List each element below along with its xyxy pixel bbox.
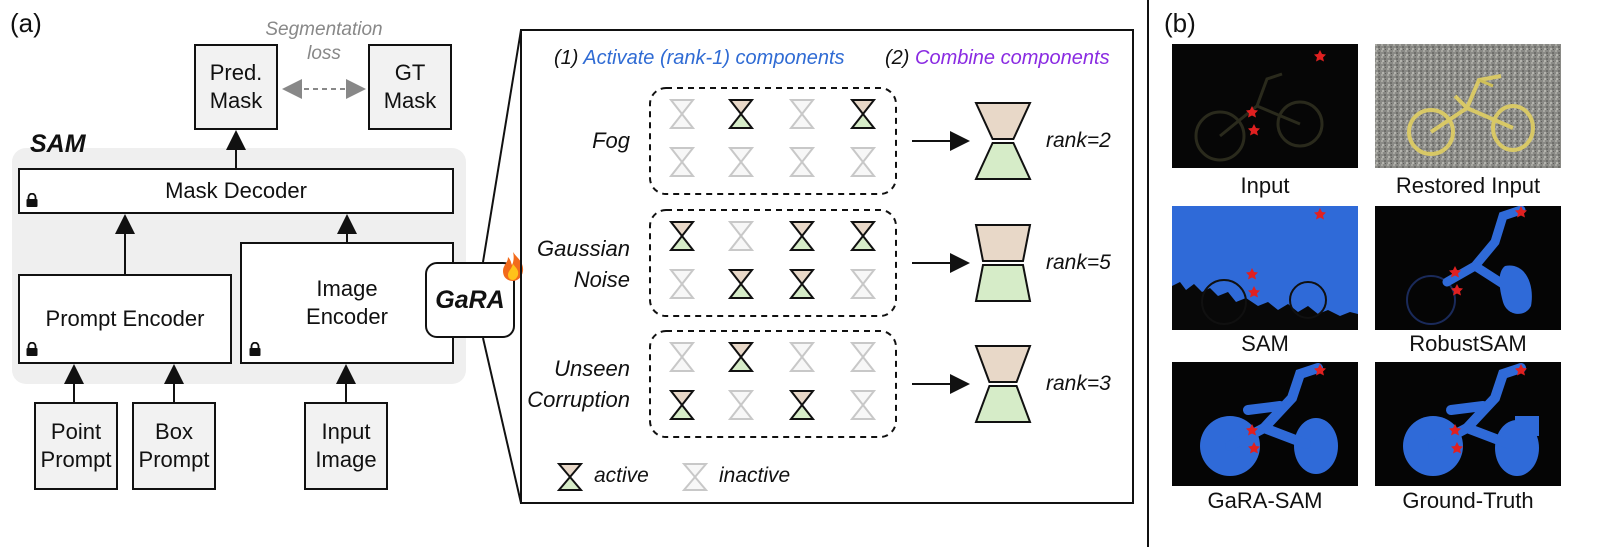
sam-label: SAM xyxy=(30,130,86,158)
point-prompt-line1: Point xyxy=(50,419,102,444)
active-component xyxy=(668,390,696,420)
active-component xyxy=(788,269,816,299)
step1-text: Activate (rank-1) components xyxy=(583,47,845,69)
segmentation-loss-line2: loss xyxy=(307,43,341,64)
inactive-component xyxy=(727,390,755,420)
inactive-component xyxy=(727,221,755,251)
inactive-component xyxy=(668,269,696,299)
inactive-component xyxy=(668,99,696,129)
step1-heading: (1) Activate (rank-1) components xyxy=(554,47,845,70)
gt-mask-line2: Mask xyxy=(383,88,437,113)
ground-truth-thumbnail xyxy=(1375,362,1561,486)
pred-mask-box: Pred. Mask xyxy=(194,44,278,130)
step2-heading: (2) Combine components xyxy=(885,47,1110,70)
input-image-box: Input Image xyxy=(304,402,388,490)
active-component xyxy=(788,390,816,420)
row-label-unseen-line1: Unseen xyxy=(554,356,630,381)
active-component xyxy=(849,221,877,251)
input-image-line2: Image xyxy=(315,447,377,472)
row-label-unseen-corruption: Unseen Corruption xyxy=(510,353,630,415)
caption-robustsam: RobustSAM xyxy=(1409,331,1527,356)
box-prompt-line2: Prompt xyxy=(138,447,210,472)
inactive-component xyxy=(849,147,877,177)
legend-active-label: active xyxy=(594,464,649,487)
legend-inactive-icon xyxy=(681,463,709,491)
inactive-component xyxy=(668,147,696,177)
mask-decoder-box: Mask Decoder xyxy=(18,168,454,214)
row-label-gaussian-line2: Noise xyxy=(573,267,630,292)
active-component xyxy=(849,99,877,129)
row-label-gaussian-line1: Gaussian xyxy=(537,236,630,261)
inactive-component xyxy=(849,342,877,372)
image-encoder-box: Image Encoder xyxy=(240,242,454,364)
input-thumbnail xyxy=(1172,44,1358,168)
inactive-component xyxy=(788,147,816,177)
panel-b-tag: (b) xyxy=(1164,8,1196,38)
inactive-component xyxy=(849,390,877,420)
active-component xyxy=(668,221,696,251)
gara-label: GaRA xyxy=(435,286,505,314)
combined-rank-shape xyxy=(974,345,1032,423)
gara-box: GaRA xyxy=(425,262,515,338)
box-prompt-line1: Box xyxy=(155,419,193,444)
combined-rank-shape xyxy=(974,102,1032,180)
input-image-line1: Input xyxy=(321,419,371,444)
rank-label-fog: rank=2 xyxy=(1046,129,1111,152)
inactive-component xyxy=(727,147,755,177)
lock-icon xyxy=(26,193,38,207)
caption-ground-truth: Ground-Truth xyxy=(1402,488,1534,513)
step2-text: Combine components xyxy=(915,47,1110,69)
image-encoder-line1: Image xyxy=(316,276,378,301)
rank-label-gaussian: rank=5 xyxy=(1046,251,1111,274)
caption-input: Input xyxy=(1240,173,1290,198)
prompt-encoder-label: Prompt Encoder xyxy=(45,306,205,331)
gt-mask-box: GT Mask xyxy=(368,44,452,130)
robustsam-thumbnail xyxy=(1375,206,1561,330)
gt-mask-line1: GT xyxy=(394,60,426,85)
active-component xyxy=(727,269,755,299)
caption-gara-sam: GaRA-SAM xyxy=(1207,488,1323,513)
active-component xyxy=(727,342,755,372)
step2-prefix: (2) xyxy=(885,47,910,69)
point-prompt-line2: Prompt xyxy=(40,447,112,472)
row-label-fog: Fog xyxy=(540,126,630,156)
inactive-component xyxy=(788,342,816,372)
point-prompt-box: Point Prompt xyxy=(34,402,118,490)
segmentation-loss-line1: Segmentation xyxy=(265,19,383,40)
row-label-unseen-line2: Corruption xyxy=(527,387,630,412)
lock-icon xyxy=(26,342,38,356)
rank-label-unseen: rank=3 xyxy=(1046,372,1111,395)
lock-icon xyxy=(249,342,261,356)
active-component xyxy=(727,99,755,129)
mask-decoder-label: Mask Decoder xyxy=(165,178,307,203)
step1-prefix: (1) xyxy=(554,47,579,69)
pred-mask-line2: Mask xyxy=(209,88,263,113)
prompt-encoder-box: Prompt Encoder xyxy=(18,274,232,364)
caption-sam: SAM xyxy=(1241,331,1289,356)
legend-inactive-label: inactive xyxy=(719,464,791,487)
gara-sam-thumbnail xyxy=(1172,362,1358,486)
pred-mask-line1: Pred. xyxy=(209,60,263,85)
inactive-component xyxy=(849,269,877,299)
restored-input-thumbnail xyxy=(1375,44,1561,168)
combined-rank-shape xyxy=(974,224,1032,302)
inactive-component xyxy=(788,99,816,129)
image-encoder-line2: Encoder xyxy=(306,304,388,329)
caption-restored-input: Restored Input xyxy=(1395,173,1541,198)
row-label-fog-line1: Fog xyxy=(592,128,630,153)
box-prompt-box: Box Prompt xyxy=(132,402,216,490)
panel-a-tag: (a) xyxy=(10,8,42,38)
sam-thumbnail xyxy=(1172,206,1358,330)
segmentation-loss-label: Segmentation loss xyxy=(262,18,386,66)
legend-active-icon xyxy=(556,463,584,491)
inactive-component xyxy=(668,342,696,372)
active-component xyxy=(788,221,816,251)
row-label-gaussian-noise: Gaussian Noise xyxy=(520,233,630,295)
